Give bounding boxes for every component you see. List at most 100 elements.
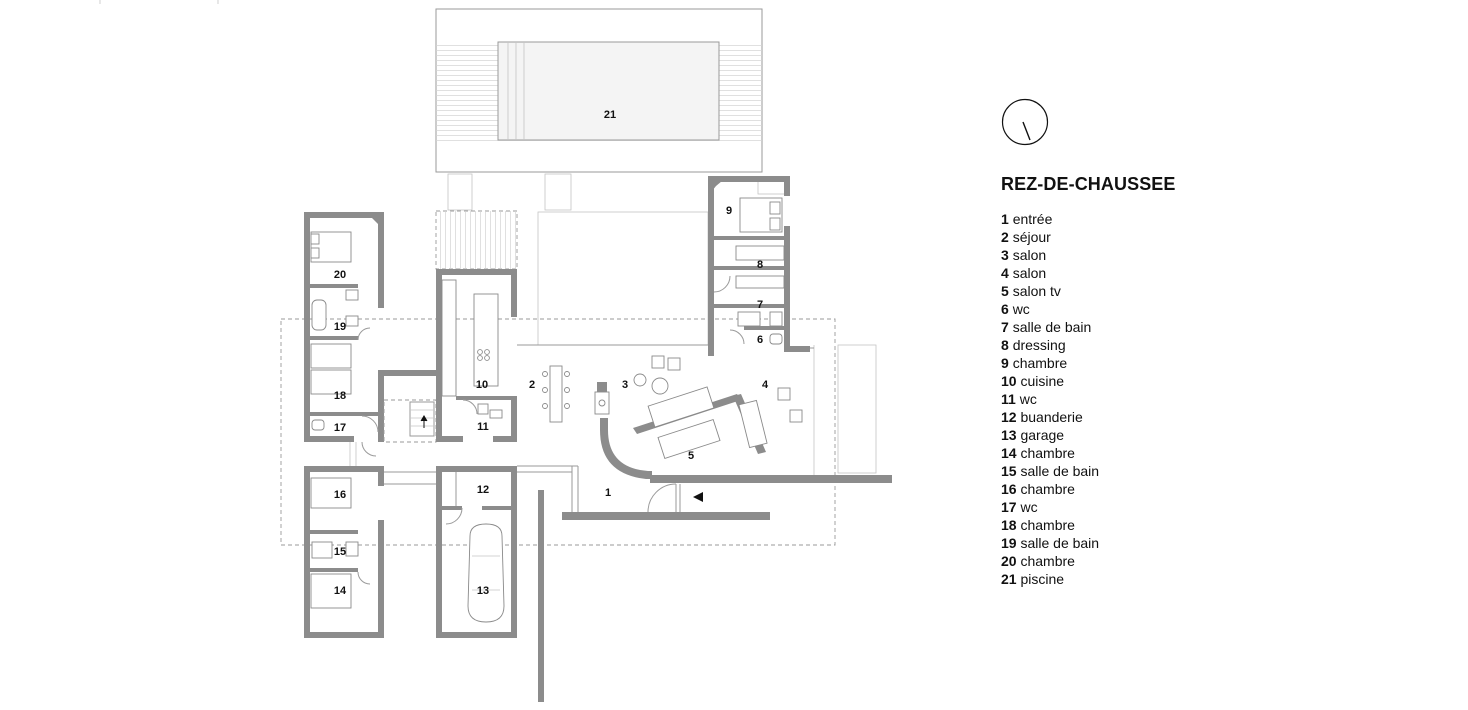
legend-item-label: salon tv bbox=[1012, 283, 1061, 299]
room-label-20: 20 bbox=[334, 269, 346, 281]
legend-title: REZ-DE-CHAUSSEE bbox=[1001, 174, 1176, 194]
room-label-2: 2 bbox=[529, 379, 535, 391]
legend-item-label: entrée bbox=[1012, 211, 1053, 227]
legend-item-label: séjour bbox=[1012, 229, 1051, 245]
legend-item-label: wc bbox=[1020, 499, 1038, 515]
north-arrow-icon bbox=[1001, 98, 1049, 146]
legend-item-label: garage bbox=[1020, 427, 1065, 443]
room-label-13: 13 bbox=[477, 585, 489, 597]
living-area bbox=[517, 344, 814, 479]
legend-item: 20 chambre bbox=[1001, 552, 1099, 570]
legend-item-number: 18 bbox=[1001, 517, 1017, 533]
legend-item-label: salle de bain bbox=[1012, 319, 1092, 335]
room-label-17: 17 bbox=[334, 422, 346, 434]
room-label-6: 6 bbox=[757, 334, 763, 346]
room-label-8: 8 bbox=[757, 259, 763, 271]
legend-item-label: salon bbox=[1012, 247, 1047, 263]
legend-item-label: wc bbox=[1019, 391, 1037, 407]
legend-item-number: 21 bbox=[1001, 571, 1017, 587]
legend-item: 5 salon tv bbox=[1001, 282, 1099, 300]
legend-item: 14 chambre bbox=[1001, 444, 1099, 462]
pool-area bbox=[435, 8, 789, 211]
legend-item: 16 chambre bbox=[1001, 480, 1099, 498]
roof-outline bbox=[280, 318, 836, 546]
room-label-1: 1 bbox=[605, 487, 611, 499]
legend-item-number: 9 bbox=[1001, 355, 1009, 371]
room-label-15: 15 bbox=[334, 546, 346, 558]
legend-item: 18 chambre bbox=[1001, 516, 1099, 534]
stair-core bbox=[349, 370, 437, 466]
legend-item-number: 5 bbox=[1001, 283, 1009, 299]
legend-item-number: 8 bbox=[1001, 337, 1009, 353]
terraces bbox=[435, 210, 877, 475]
room-label-19: 19 bbox=[334, 321, 346, 333]
room-label-14: 14 bbox=[334, 585, 347, 597]
legend-item: 11 wc bbox=[1001, 390, 1099, 408]
legend-item-label: chambre bbox=[1020, 517, 1075, 533]
legend-item: 3 salon bbox=[1001, 246, 1099, 264]
legend-item-label: wc bbox=[1012, 301, 1030, 317]
legend-item-label: cuisine bbox=[1020, 373, 1065, 389]
room-label-11: 11 bbox=[477, 421, 489, 433]
legend-item-label: chambre bbox=[1012, 355, 1068, 371]
kitchen-block bbox=[436, 269, 517, 442]
legend-item-number: 17 bbox=[1001, 499, 1017, 515]
legend-item-label: salon bbox=[1012, 265, 1047, 281]
legend-item-label: chambre bbox=[1020, 481, 1075, 497]
legend-item-number: 19 bbox=[1001, 535, 1017, 551]
legend-item-number: 2 bbox=[1001, 229, 1009, 245]
legend-item-number: 4 bbox=[1001, 265, 1009, 281]
legend-item: 17 wc bbox=[1001, 498, 1099, 516]
legend-item-number: 12 bbox=[1001, 409, 1017, 425]
legend-item: 13 garage bbox=[1001, 426, 1099, 444]
room-labels: 1 2 3 4 5 6 7 8 9 10 11 12 13 14 15 16 1… bbox=[334, 109, 769, 597]
legend-item-number: 3 bbox=[1001, 247, 1009, 263]
entrance-arrow-icon bbox=[693, 492, 703, 502]
legend-item-label: salle de bain bbox=[1020, 463, 1100, 479]
legend-item-label: salle de bain bbox=[1020, 535, 1100, 551]
room-label-10: 10 bbox=[476, 379, 488, 391]
garage-block bbox=[436, 466, 517, 638]
legend-item-label: buanderie bbox=[1020, 409, 1083, 425]
legend-item: 9 chambre bbox=[1001, 354, 1099, 372]
legend-item: 4 salon bbox=[1001, 264, 1099, 282]
room-label-9: 9 bbox=[726, 205, 732, 217]
room-label-12: 12 bbox=[477, 484, 489, 496]
room-label-21: 21 bbox=[604, 109, 616, 121]
legend-item-label: piscine bbox=[1020, 571, 1065, 587]
right-wing bbox=[708, 176, 810, 356]
legend-item-number: 20 bbox=[1001, 553, 1017, 569]
legend-item-number: 6 bbox=[1001, 301, 1009, 317]
legend-item: 10 cuisine bbox=[1001, 372, 1099, 390]
legend-item-number: 13 bbox=[1001, 427, 1017, 443]
legend-item: 19 salle de bain bbox=[1001, 534, 1099, 552]
legend-item-label: chambre bbox=[1020, 445, 1075, 461]
legend-item-number: 11 bbox=[1001, 391, 1016, 407]
legend-item-number: 16 bbox=[1001, 481, 1017, 497]
legend-item-number: 15 bbox=[1001, 463, 1017, 479]
legend-item-number: 1 bbox=[1001, 211, 1009, 227]
room-label-4: 4 bbox=[762, 379, 769, 391]
room-label-18: 18 bbox=[334, 390, 346, 402]
legend-item: 8 dressing bbox=[1001, 336, 1099, 354]
legend-item: 2 séjour bbox=[1001, 228, 1099, 246]
legend-item-number: 10 bbox=[1001, 373, 1017, 389]
legend-item: 6 wc bbox=[1001, 300, 1099, 318]
legend-item: 1 entrée bbox=[1001, 210, 1099, 228]
legend-item: 12 buanderie bbox=[1001, 408, 1099, 426]
legend-item-number: 14 bbox=[1001, 445, 1017, 461]
room-label-16: 16 bbox=[334, 489, 346, 501]
room-label-7: 7 bbox=[757, 299, 763, 311]
legend-item: 15 salle de bain bbox=[1001, 462, 1099, 480]
left-wing bbox=[304, 212, 436, 638]
legend-item: 7 salle de bain bbox=[1001, 318, 1099, 336]
legend-item-number: 7 bbox=[1001, 319, 1009, 335]
legend-item-label: chambre bbox=[1020, 553, 1075, 569]
room-label-3: 3 bbox=[622, 379, 628, 391]
room-label-5: 5 bbox=[688, 450, 694, 462]
legend-item: 21 piscine bbox=[1001, 570, 1099, 588]
entry-walls bbox=[517, 465, 892, 702]
legend-item-label: dressing bbox=[1012, 337, 1066, 353]
